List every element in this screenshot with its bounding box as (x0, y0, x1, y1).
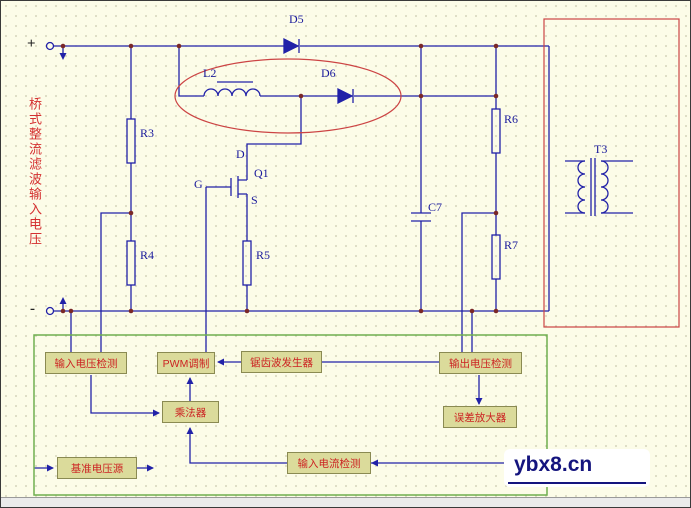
label-source-pin: S (251, 193, 258, 207)
annotation-input-source: 桥式整流滤波输入电压 (27, 97, 42, 247)
r4-resistor-body (126, 240, 136, 286)
block-input-current-detect: 输入电流检测 (287, 452, 371, 474)
block-reference-voltage-source: 基准电压源 (57, 457, 137, 479)
arrow-up-icon (186, 427, 194, 434)
l2-inductor-coil (203, 88, 261, 97)
load-section-highlight-rect (543, 18, 680, 328)
block-sawtooth-generator: 锯齿波发生器 (241, 351, 322, 373)
d5-diode (283, 37, 300, 55)
inputdetect-to-multiplier-wire (90, 375, 159, 414)
label-r4: R4 (140, 248, 155, 262)
arrow-left-icon (371, 459, 378, 467)
input-divider-tap (100, 212, 131, 353)
label-c7: C7 (428, 200, 443, 214)
arrow-down-icon (475, 398, 483, 405)
currentdetect-to-multiplier-wire (189, 428, 287, 464)
d6-diode (337, 87, 354, 105)
block-input-voltage-detect: 输入电压检测 (45, 352, 127, 374)
plus-terminal (45, 41, 55, 51)
arrow-up-icon (186, 377, 194, 384)
window-bottom-edge (1, 497, 690, 507)
t3-leads (565, 160, 633, 214)
arrow-right-icon (47, 464, 54, 472)
r7-resistor-body (491, 234, 501, 280)
watermark-text: ybx8.cn (514, 453, 593, 476)
boost-cell-highlight-ellipse (174, 58, 402, 134)
block-pwm-modulator: PWM调制 (157, 352, 215, 374)
minus-terminal-label: - (30, 301, 35, 317)
r3-resistor-body (126, 118, 136, 164)
l2-feed (178, 46, 204, 97)
t3-secondary-coil (600, 160, 609, 214)
plus-terminal-label: + (27, 36, 36, 52)
label-l2: L2 (203, 66, 217, 80)
label-d6: D6 (321, 66, 336, 80)
control-section-frame (33, 334, 548, 496)
arrow-right-icon (147, 464, 154, 472)
watermark-ybx8: ybx8.cn (504, 449, 650, 487)
watermark-underline (508, 482, 646, 484)
label-t3: T3 (594, 142, 608, 156)
block-error-amplifier: 误差放大器 (443, 406, 517, 428)
c7-capacitor (411, 46, 431, 311)
block-multiplier: 乘法器 (162, 401, 219, 423)
flow-arrowheads (47, 53, 483, 472)
mosfet-q1 (206, 176, 248, 241)
label-r5: R5 (256, 248, 271, 262)
label-gate-pin: G (194, 177, 203, 191)
block-output-voltage-detect: 输出电压检测 (439, 352, 522, 374)
output-divider-tap (461, 212, 496, 353)
label-r6: R6 (504, 112, 519, 126)
r6-resistor-body (491, 108, 501, 154)
arrow-up-icon (59, 297, 67, 304)
label-drain-pin: D (236, 147, 245, 161)
t3-primary-coil (577, 160, 586, 214)
t3-core-lines (590, 158, 596, 216)
arrow-left-icon (217, 358, 224, 366)
label-r3: R3 (140, 126, 155, 140)
minus-terminal (45, 306, 55, 316)
arrow-right-icon (153, 409, 160, 417)
label-q1: Q1 (254, 166, 269, 180)
label-r7: R7 (504, 238, 519, 252)
r5-resistor-body (242, 240, 252, 286)
drain-tap (246, 96, 302, 180)
arrow-down-icon (59, 53, 67, 60)
junction-dots (60, 43, 499, 314)
label-d5: D5 (289, 12, 304, 26)
